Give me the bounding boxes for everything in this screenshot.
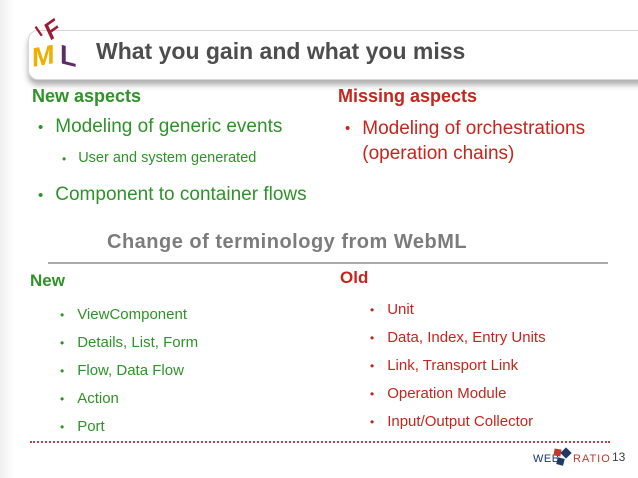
webratio-logo-web-label: WEB: [533, 453, 560, 465]
list-item-label: Action: [77, 390, 119, 407]
footer-dotted-divider: [30, 441, 610, 443]
slide-title: What you gain and what you miss: [96, 38, 466, 64]
list-item-label: Operation Module: [387, 385, 507, 402]
missing-aspects-heading: Missing aspects: [338, 86, 478, 106]
bullet-icon: •: [370, 303, 375, 317]
header-box: [28, 30, 638, 80]
bullet-icon: •: [60, 364, 65, 378]
list-item-label: Port: [77, 418, 105, 435]
list-item: • Unit: [370, 301, 630, 318]
list-item-label: Details, List, Form: [77, 334, 199, 351]
old-column-heading: Old: [340, 268, 369, 287]
new-column-heading: New: [30, 271, 65, 290]
list-item: • Details, List, Form: [60, 334, 320, 351]
list-item-label: Modeling of orchestrations (operation ch…: [362, 118, 586, 165]
list-item-label: User and system generated: [78, 150, 257, 166]
bullet-icon: •: [62, 152, 67, 166]
bullet-icon: •: [370, 415, 375, 429]
ifml-logo-letter-m: M: [32, 38, 54, 73]
divider: [48, 262, 608, 264]
list-item: • User and system generated: [62, 150, 342, 166]
bullet-icon: •: [60, 392, 65, 406]
terminology-heading: Change of terminology from WebML: [107, 231, 468, 253]
list-item: • Action: [60, 390, 320, 407]
list-item: • ViewComponent: [60, 306, 320, 323]
page-number: 13: [612, 450, 626, 464]
list-item-label: Unit: [387, 301, 414, 318]
list-item: • Link, Transport Link: [370, 357, 630, 374]
list-item: • Flow, Data Flow: [60, 362, 320, 379]
list-item: • Operation Module: [370, 385, 630, 402]
list-item-label: ViewComponent: [77, 306, 187, 323]
list-item-label: Link, Transport Link: [387, 357, 519, 374]
list-item: • Component to container flows: [38, 184, 358, 206]
list-item: • Data, Index, Entry Units: [370, 329, 630, 346]
bullet-icon: •: [60, 308, 65, 322]
bullet-icon: •: [60, 420, 65, 434]
webratio-squares-icon: [553, 447, 572, 469]
webratio-blue-square-icon: [556, 457, 565, 466]
webratio-blue-diamond-icon: [560, 447, 572, 459]
ifml-logo-letter-l: L: [60, 38, 76, 73]
list-item: • Port: [60, 418, 320, 435]
bullet-icon: •: [38, 187, 44, 204]
ifml-logo-icon: I F M L: [32, 13, 76, 73]
list-item-label: Flow, Data Flow: [77, 362, 184, 379]
bullet-icon: •: [60, 336, 65, 350]
list-item: • Modeling of generic events: [38, 116, 338, 138]
bullet-icon: •: [38, 119, 44, 136]
list-item-label: Input/Output Collector: [387, 413, 534, 430]
webratio-logo-ratio-label: RATIO: [573, 453, 611, 465]
list-item: • Input/Output Collector: [370, 413, 630, 430]
bullet-icon: •: [370, 387, 375, 401]
bullet-icon: •: [345, 120, 351, 137]
new-aspects-heading: New aspects: [32, 86, 142, 106]
list-item-label: Component to container flows: [55, 184, 307, 205]
list-item-label: Modeling of generic events: [55, 116, 283, 137]
list-item-label: Data, Index, Entry Units: [387, 329, 546, 346]
bullet-icon: •: [370, 359, 375, 373]
list-item: • Modeling of orchestrations (operation …: [345, 116, 600, 166]
bullet-icon: •: [370, 331, 375, 345]
